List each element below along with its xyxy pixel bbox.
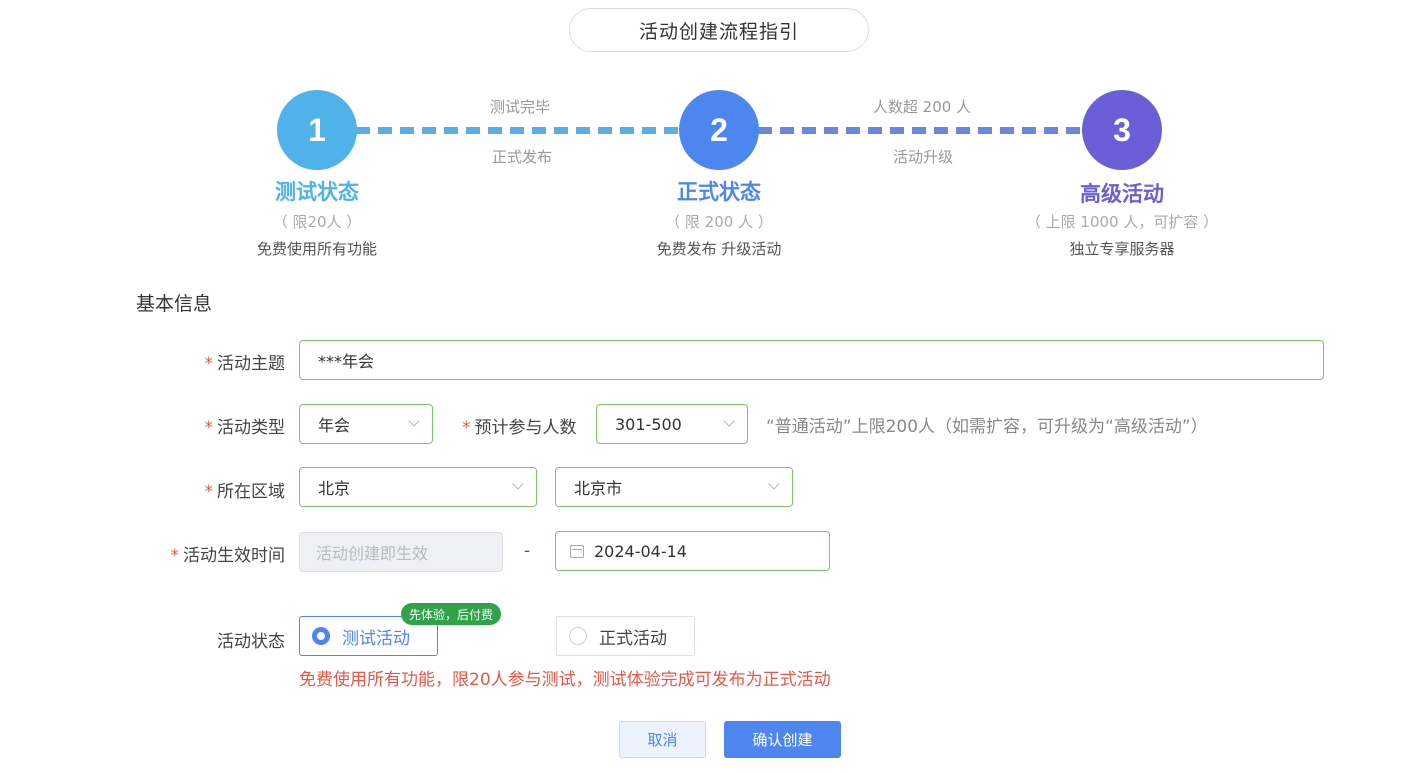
participants-hint: “普通活动”上限200人（如需扩容，可升级为“高级活动”） — [766, 417, 1208, 437]
section-title: 基本信息 — [136, 293, 213, 315]
step-3-desc: 独立专享服务器 — [1069, 240, 1175, 258]
guide-title: 活动创建流程指引 — [569, 8, 869, 52]
cancel-button[interactable]: 取消 — [619, 721, 706, 758]
chevron-down-icon — [408, 415, 420, 427]
step-2-title: 正式状态 — [677, 180, 761, 204]
confirm-create-button[interactable]: 确认创建 — [724, 721, 841, 758]
step-2-limit: （ 限 200 人 ） — [665, 213, 773, 231]
calendar-icon — [570, 544, 584, 558]
start-time-input: 活动创建即生效 — [299, 532, 503, 572]
step-1-desc: 免费使用所有功能 — [256, 240, 377, 258]
region-label: *所在区域 — [204, 482, 286, 502]
connector-2-bottom-label: 活动升级 — [892, 148, 953, 166]
participants-select[interactable]: 301-500 — [596, 404, 748, 444]
required-mark: * — [462, 418, 471, 438]
theme-input[interactable]: ***年会 — [299, 340, 1324, 380]
step-3-limit: （ 上限 1000 人，可扩容 ） — [1025, 213, 1219, 231]
chevron-down-icon — [512, 478, 524, 490]
end-date-picker[interactable]: 2024-04-14 — [555, 531, 830, 571]
required-mark: * — [204, 354, 214, 374]
type-select[interactable]: 年会 — [299, 404, 433, 444]
required-mark: * — [204, 418, 214, 438]
theme-label: *活动主题 — [204, 354, 286, 374]
step-connector-2 — [758, 127, 1084, 134]
required-mark: * — [170, 546, 180, 566]
connector-2-top-label: 人数超 200 人 — [872, 98, 972, 116]
status-note: 免费使用所有功能，限20人参与测试，测试体验完成可发布为正式活动 — [299, 670, 831, 690]
province-select[interactable]: 北京 — [299, 467, 537, 507]
step-2-desc: 免费发布 升级活动 — [656, 240, 782, 258]
process-stepper: 测试完毕 正式发布 人数超 200 人 活动升级 1 2 3 测试状态 正式状态… — [0, 0, 1419, 270]
step-3-circle: 3 — [1082, 90, 1162, 170]
time-label: *活动生效时间 — [170, 546, 286, 566]
participants-label: *预计参与人数 — [462, 418, 577, 438]
radio-formal-activity[interactable]: 正式活动 — [556, 616, 695, 656]
type-label: *活动类型 — [204, 418, 286, 438]
radio-unchecked-icon — [569, 627, 587, 645]
chevron-down-icon — [768, 478, 780, 490]
step-1-limit: （ 限20人 ） — [272, 213, 362, 231]
connector-1-top-label: 测试完毕 — [489, 98, 550, 116]
required-mark: * — [204, 482, 214, 502]
connector-1-bottom-label: 正式发布 — [491, 148, 552, 166]
city-select[interactable]: 北京市 — [555, 467, 793, 507]
step-1-circle: 1 — [277, 90, 357, 170]
chevron-down-icon — [723, 415, 735, 427]
step-3-title: 高级活动 — [1080, 182, 1164, 206]
radio-checked-icon — [312, 627, 330, 645]
pay-later-badge: 先体验，后付费 — [401, 603, 502, 625]
time-separator: - — [524, 541, 531, 561]
status-label: 活动状态 — [217, 632, 285, 652]
step-1-title: 测试状态 — [275, 180, 359, 204]
step-connector-1 — [356, 127, 680, 134]
radio-test-activity[interactable]: 测试活动 — [299, 616, 438, 656]
step-2-circle: 2 — [679, 90, 759, 170]
